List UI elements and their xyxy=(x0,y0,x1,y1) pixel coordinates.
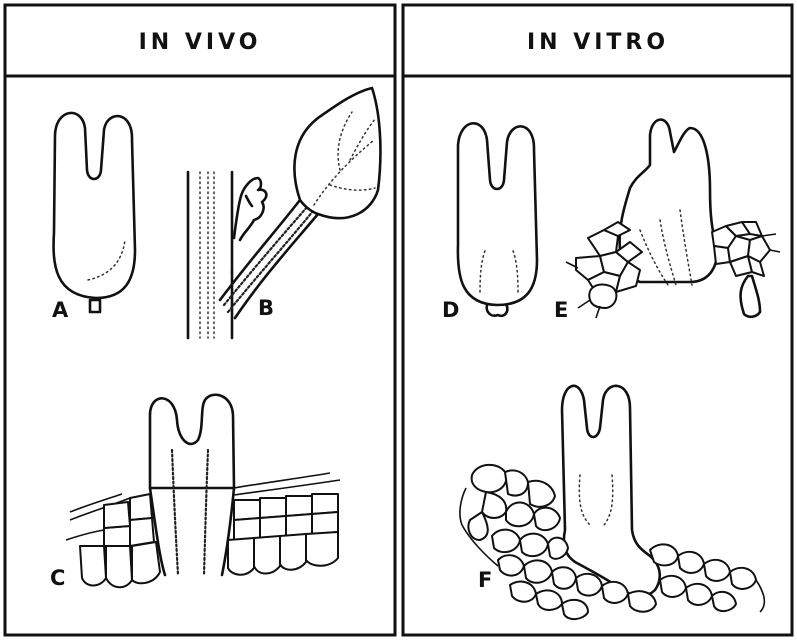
embryo-f-drawing xyxy=(460,386,764,619)
panel-title-in-vitro: IN VITRO xyxy=(404,22,792,62)
label-a: A xyxy=(52,300,68,321)
embryo-a-drawing xyxy=(54,113,135,312)
label-e: E xyxy=(554,300,568,321)
label-b: B xyxy=(258,298,274,319)
embryo-c-drawing xyxy=(66,395,340,587)
label-c: C xyxy=(50,568,65,589)
label-d: D xyxy=(442,300,459,321)
embryo-d-drawing xyxy=(458,123,537,316)
panel-title-in-vivo: IN VIVO xyxy=(6,22,394,62)
stem-leaf-b-drawing xyxy=(188,88,380,338)
label-f: F xyxy=(478,570,492,591)
embryo-e-drawing xyxy=(566,120,780,318)
